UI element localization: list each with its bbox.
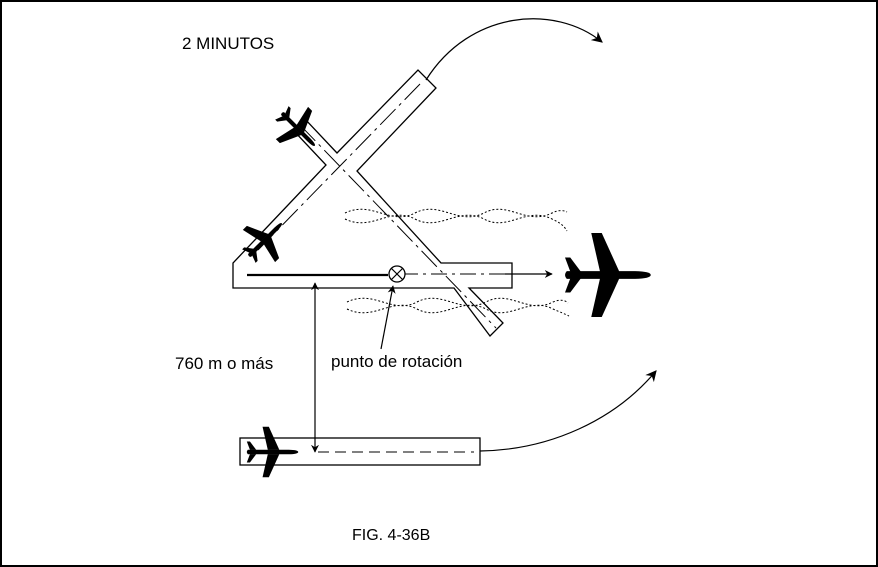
- runway-centerlines: [257, 83, 508, 329]
- rotation-point-icon: [388, 265, 406, 283]
- time-label: 2 MINUTOS: [182, 34, 274, 53]
- turn-arrow-top: [425, 18, 603, 81]
- wake-turbulence: [344, 208, 570, 317]
- rotation-point-pointer: [380, 285, 396, 350]
- figure-caption: FIG. 4-36B: [352, 527, 430, 544]
- distance-label: 760 m o más: [175, 354, 273, 373]
- turn-arrow-bottom: [479, 370, 657, 452]
- rotation-point-label: punto de rotación: [331, 352, 462, 371]
